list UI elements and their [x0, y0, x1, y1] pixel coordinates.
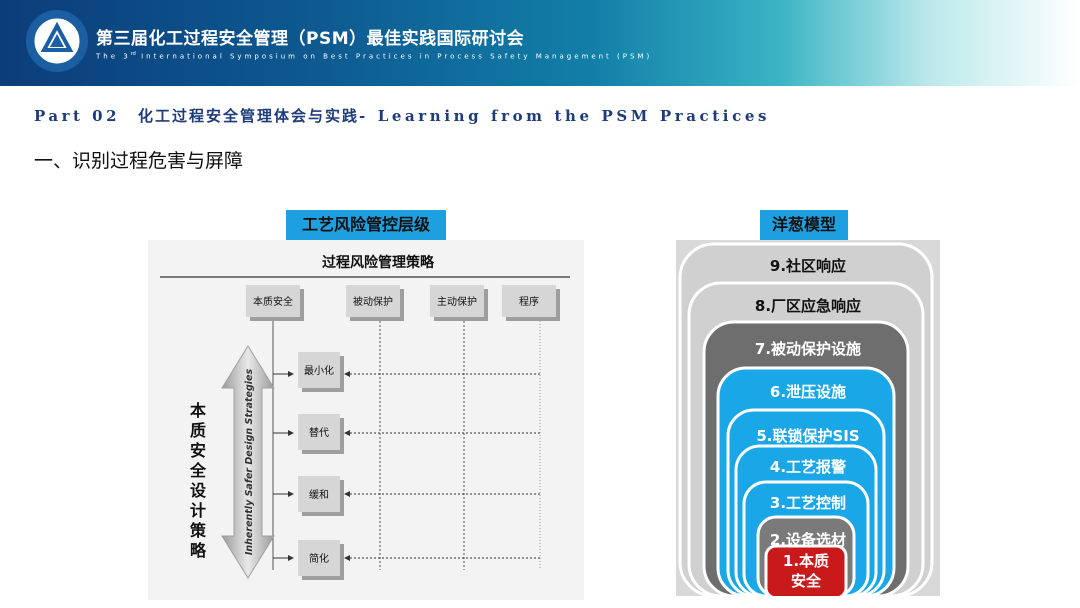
onion-core-label: 1.本质	[783, 552, 829, 570]
onion-model-diagram: 9.社区响应 8.厂区应急响应 7.被动保护设施 6.泄压设施 5.联锁保护SIS 4.工…	[676, 240, 940, 596]
onion-layer-1: 1.本质安全	[764, 544, 848, 596]
part-cn-title: 化工过程安全管理体会与实践	[138, 107, 360, 125]
vertical-en-label: Inherently Safer Design Strategies	[244, 369, 255, 556]
strategy-box-minimize: 最小化	[273, 352, 540, 392]
top-box-procedure: 程序	[502, 285, 560, 321]
conference-subtitle: The 3rd International Symposium on Best …	[96, 51, 653, 61]
onion-layer-label: 3.工艺控制	[770, 494, 846, 512]
risk-control-hierarchy-diagram: 过程风险管理策略 本质安全 被动保护 主动保护 程序	[148, 240, 584, 600]
vertical-cn-char: 设	[190, 481, 207, 500]
onion-layer-label: 7.被动保护设施	[755, 340, 861, 358]
header-banner	[0, 0, 1080, 86]
vertical-cn-char: 计	[190, 501, 206, 520]
svg-text:最小化: 最小化	[304, 364, 334, 377]
right-diagram-label: 洋葱模型	[760, 210, 848, 240]
part-heading: Part 02 化工过程安全管理体会与实践- Learning from the …	[34, 105, 770, 126]
svg-text:缓和: 缓和	[309, 488, 329, 501]
onion-layer-label: 6.泄压设施	[770, 383, 846, 401]
onion-layer-label: 4.工艺报警	[770, 458, 846, 476]
top-box-inherent: 本质安全	[246, 285, 304, 321]
strategy-title: 过程风险管理策略	[322, 254, 435, 271]
double-arrow: Inherently Safer Design Strategies	[221, 345, 275, 579]
onion-layer-label: 8.厂区应急响应	[755, 297, 861, 315]
conference-logo	[26, 10, 88, 72]
part-label: Part 02	[34, 107, 121, 125]
svg-text:替代: 替代	[309, 426, 329, 439]
vertical-cn-char: 策	[189, 521, 207, 540]
vertical-cn-char: 本	[190, 401, 206, 420]
vertical-cn-char: 质	[190, 421, 206, 440]
svg-text:本质安全: 本质安全	[253, 295, 293, 308]
svg-text:被动保护: 被动保护	[353, 295, 393, 308]
onion-layer-label: 5.联锁保护SIS	[756, 427, 859, 445]
section-title: 一、识别过程危害与屏障	[34, 150, 244, 172]
vertical-cn-char: 略	[190, 541, 207, 560]
part-en-title: - Learning from the PSM Practices	[359, 107, 771, 125]
top-box-passive: 被动保护	[346, 285, 404, 321]
conference-title: 第三届化工过程安全管理（PSM）最佳实践国际研讨会	[96, 29, 525, 49]
vertical-cn-char: 全	[189, 461, 207, 480]
onion-core-label: 安全	[791, 572, 822, 590]
strategy-box-moderate: 缓和	[273, 476, 540, 516]
svg-text:程序: 程序	[519, 295, 539, 308]
svg-text:简化: 简化	[309, 552, 329, 565]
strategy-box-substitute: 替代	[273, 414, 540, 454]
svg-text:主动保护: 主动保护	[437, 295, 477, 308]
strategy-box-simplify: 简化	[273, 540, 540, 580]
vertical-cn-char: 安	[190, 441, 206, 460]
left-diagram-label: 工艺风险管控层级	[286, 210, 446, 240]
onion-layer-label: 9.社区响应	[770, 257, 846, 275]
top-box-active: 主动保护	[430, 285, 488, 321]
